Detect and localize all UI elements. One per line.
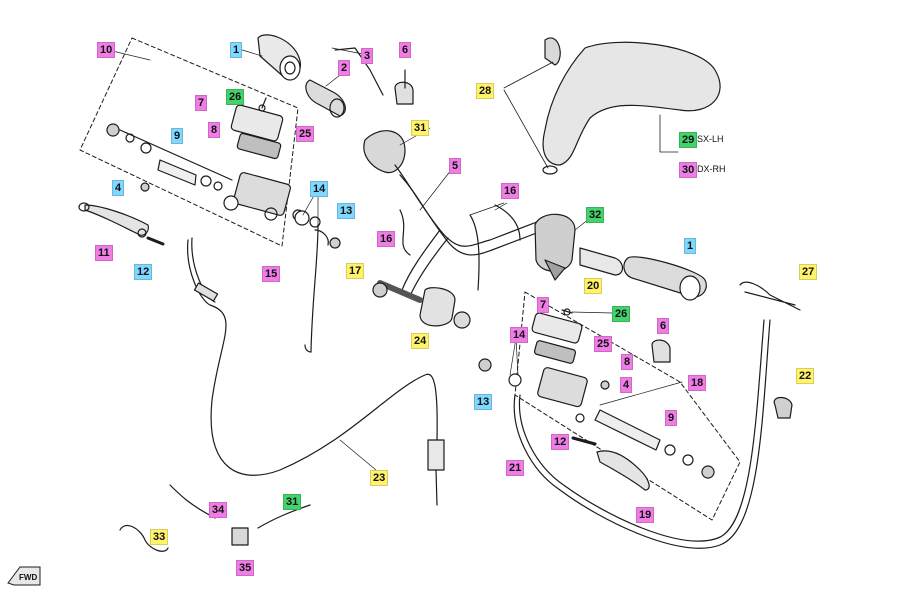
legend-dx-label: DX-RH [697, 164, 726, 174]
callout-8: 8 [208, 122, 221, 138]
right-switch [534, 213, 576, 281]
clamp-top [394, 69, 414, 105]
callout-26: 26 [226, 89, 245, 105]
callout-24: 24 [411, 333, 430, 349]
callout-9: 9 [665, 410, 678, 426]
right-brake-hose [513, 319, 771, 549]
callout-6: 6 [657, 318, 670, 334]
callout-25: 25 [296, 126, 315, 142]
callout-10: 10 [97, 42, 116, 58]
spring-clip [739, 281, 801, 311]
callout-26: 26 [612, 306, 631, 322]
callout-31: 31 [283, 494, 302, 510]
callout-9: 9 [171, 128, 184, 144]
left-brake-hose [294, 210, 341, 353]
wire-harness [399, 204, 521, 291]
wire-33 [119, 525, 169, 552]
callout-25: 25 [594, 336, 613, 352]
callout-28: 28 [476, 83, 495, 99]
switch-36 [231, 527, 249, 546]
callout-14: 14 [510, 327, 529, 343]
callout-32: 32 [586, 207, 605, 223]
callout-5: 5 [449, 158, 462, 174]
callout-34: 34 [209, 502, 228, 518]
callout-21: 21 [506, 460, 525, 476]
callout-12: 12 [134, 264, 153, 280]
clamp-right [651, 339, 671, 363]
right-brake-hose-outline [518, 319, 765, 542]
legend-sx-label: SX-LH [697, 134, 724, 144]
left-master-cylinder [106, 97, 304, 221]
callout-22: 22 [796, 368, 815, 384]
callout-27: 27 [799, 264, 818, 280]
callout-29: 29 [679, 132, 698, 148]
callout-33: 33 [150, 529, 169, 545]
throttle-cable [187, 237, 445, 506]
left-grip [257, 34, 301, 81]
right-grip [579, 247, 707, 301]
left-lever [78, 202, 165, 246]
callout-20: 20 [584, 278, 603, 294]
callout-16: 16 [501, 183, 520, 199]
callout-19: 19 [636, 507, 655, 523]
callout-1: 1 [684, 238, 697, 254]
throttle-sleeve [305, 79, 346, 118]
wire-35 [257, 504, 311, 529]
callout-11: 11 [95, 245, 113, 261]
forward-direction-badge: FWD [7, 566, 41, 586]
callout-1: 1 [230, 42, 243, 58]
callout-23: 23 [370, 470, 389, 486]
callout-4: 4 [112, 180, 125, 196]
callout-16: 16 [377, 231, 396, 247]
callout-7: 7 [537, 297, 550, 313]
callout-4: 4 [620, 377, 633, 393]
callout-14: 14 [310, 181, 329, 197]
callout-12: 12 [551, 434, 570, 450]
callout-3: 3 [361, 48, 374, 64]
callout-2: 2 [338, 60, 351, 76]
right-lever [571, 436, 650, 491]
callout-13: 13 [474, 394, 493, 410]
left-assembly-boundary [79, 37, 299, 247]
fwd-label: FWD [19, 573, 37, 582]
mirror [542, 37, 721, 175]
hose-clamp [773, 396, 793, 419]
callout-31: 31 [411, 120, 430, 136]
right-assembly-boundary [514, 291, 741, 521]
callout-13: 13 [337, 203, 356, 219]
callout-8: 8 [621, 354, 634, 370]
right-master-cylinder [478, 308, 715, 479]
callout-6: 6 [399, 42, 412, 58]
callout-18: 18 [688, 375, 707, 391]
callout-35: 35 [236, 560, 255, 576]
callout-7: 7 [195, 95, 208, 111]
callout-17: 17 [346, 263, 365, 279]
callout-30: 30 [679, 162, 698, 178]
callout-15: 15 [262, 266, 281, 282]
handlebar [363, 130, 556, 329]
